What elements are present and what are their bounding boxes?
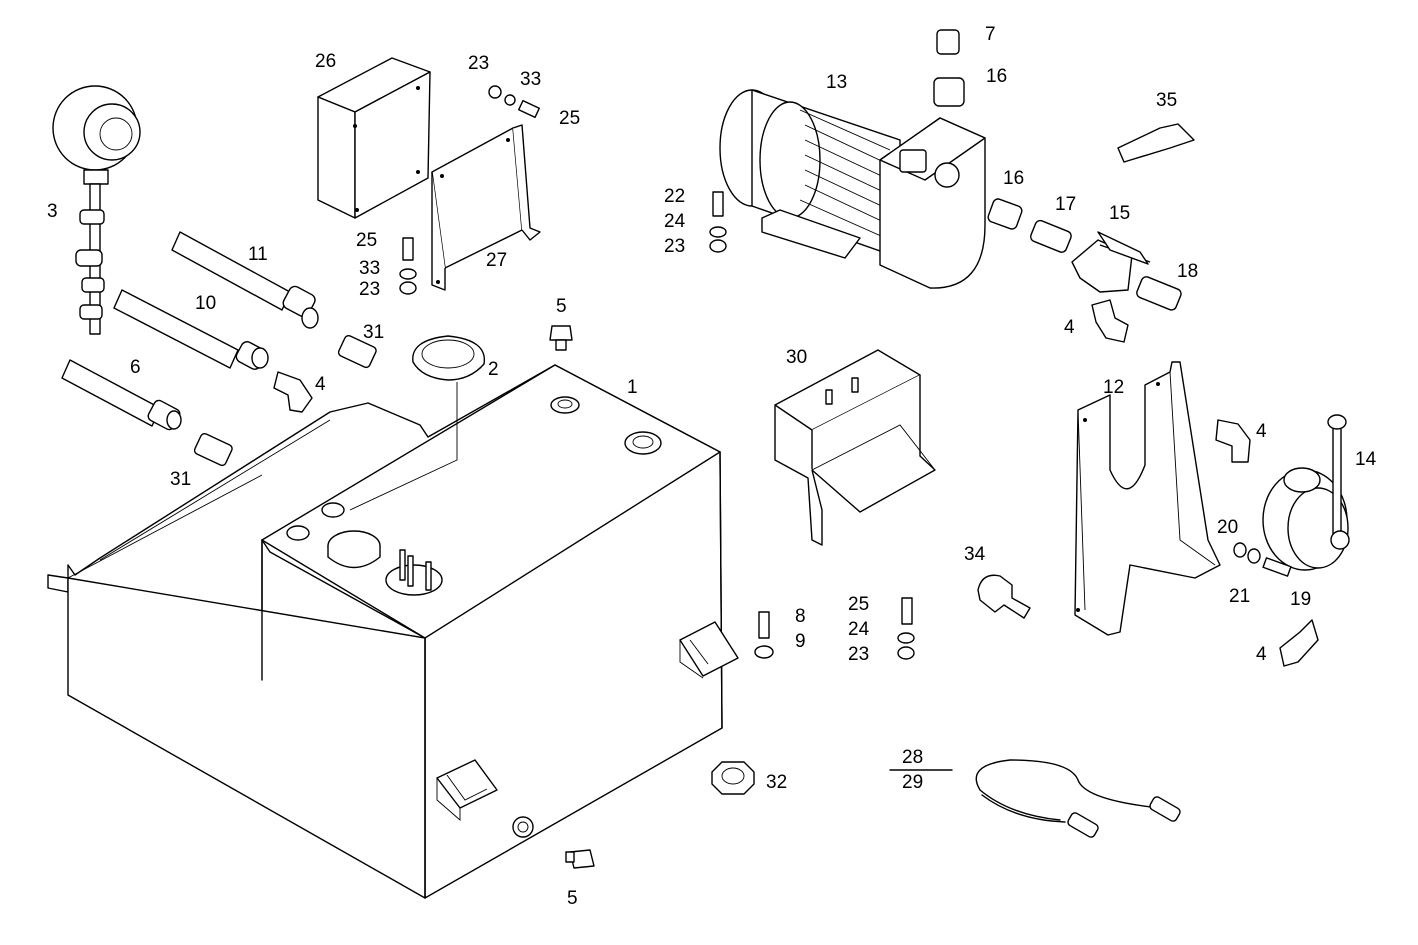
label-30: 30 [786, 347, 807, 368]
label-25: 25 [559, 108, 580, 129]
label-1: 1 [627, 377, 638, 398]
electrical-box-drawing [317, 57, 431, 219]
label-31: 31 [363, 322, 384, 343]
label-5: 5 [567, 888, 578, 909]
label-15: 15 [1109, 203, 1130, 224]
label-18: 18 [1177, 261, 1198, 282]
fitting-drawing [193, 334, 377, 467]
label-4: 4 [315, 374, 326, 395]
label-9: 9 [795, 631, 806, 652]
label-33: 33 [520, 69, 541, 90]
label-24: 24 [848, 619, 870, 640]
label-20: 20 [1217, 517, 1238, 538]
bracket-drawing [431, 124, 541, 291]
label-26: 26 [315, 51, 336, 72]
label-23: 23 [468, 53, 489, 74]
clamp-drawing [977, 574, 1031, 619]
label-16: 16 [1003, 168, 1024, 189]
label-3: 3 [47, 201, 58, 222]
label-13: 13 [826, 72, 847, 93]
bracket-drawing [774, 349, 936, 546]
label-27: 27 [486, 250, 507, 271]
label-5: 5 [556, 296, 567, 317]
label-34: 34 [964, 544, 986, 565]
level-gauge-drawing [52, 85, 141, 335]
label-4: 4 [1064, 317, 1075, 338]
label-25: 25 [356, 230, 377, 251]
label-23: 23 [664, 236, 685, 257]
label-4: 4 [1256, 644, 1267, 665]
label-31: 31 [170, 469, 191, 490]
motor-pump-drawing [719, 89, 986, 289]
hardware-drawing [399, 85, 915, 660]
label-11: 11 [248, 244, 268, 265]
label-10: 10 [195, 293, 216, 314]
label-33: 33 [359, 258, 380, 279]
label-12: 12 [1103, 377, 1124, 398]
label-35: 35 [1156, 90, 1177, 111]
filler-cap-drawing [412, 335, 486, 381]
hand-pump-drawing [1233, 414, 1350, 577]
label-17: 17 [1055, 194, 1076, 215]
nut-drawing [711, 761, 755, 795]
label-19: 19 [1290, 589, 1311, 610]
label-21: 21 [1229, 586, 1250, 607]
label-16: 16 [986, 66, 1007, 87]
tank-drawing [47, 364, 739, 899]
label-22: 22 [664, 186, 685, 207]
label-23: 23 [359, 279, 380, 300]
label-6: 6 [130, 357, 141, 378]
bracket-drawing [1074, 361, 1221, 636]
label-2: 2 [488, 359, 499, 380]
label-23: 23 [848, 644, 869, 665]
label-25: 25 [848, 594, 869, 615]
label-8: 8 [795, 606, 806, 627]
label-4: 4 [1256, 421, 1267, 442]
pipe-fittings-drawing [933, 29, 1319, 667]
label-14: 14 [1355, 449, 1377, 470]
plug-drawing [549, 325, 595, 869]
part-labels: 1 2 3 4 4 4 4 5 5 6 7 8 9 10 11 12 13 14… [47, 24, 1377, 909]
label-28: 28 [902, 747, 923, 768]
label-24: 24 [664, 211, 686, 232]
cable-drawing [889, 759, 1181, 838]
hose-drawing [61, 231, 319, 431]
label-7: 7 [985, 24, 996, 45]
label-29: 29 [902, 772, 923, 793]
label-32: 32 [766, 772, 787, 793]
